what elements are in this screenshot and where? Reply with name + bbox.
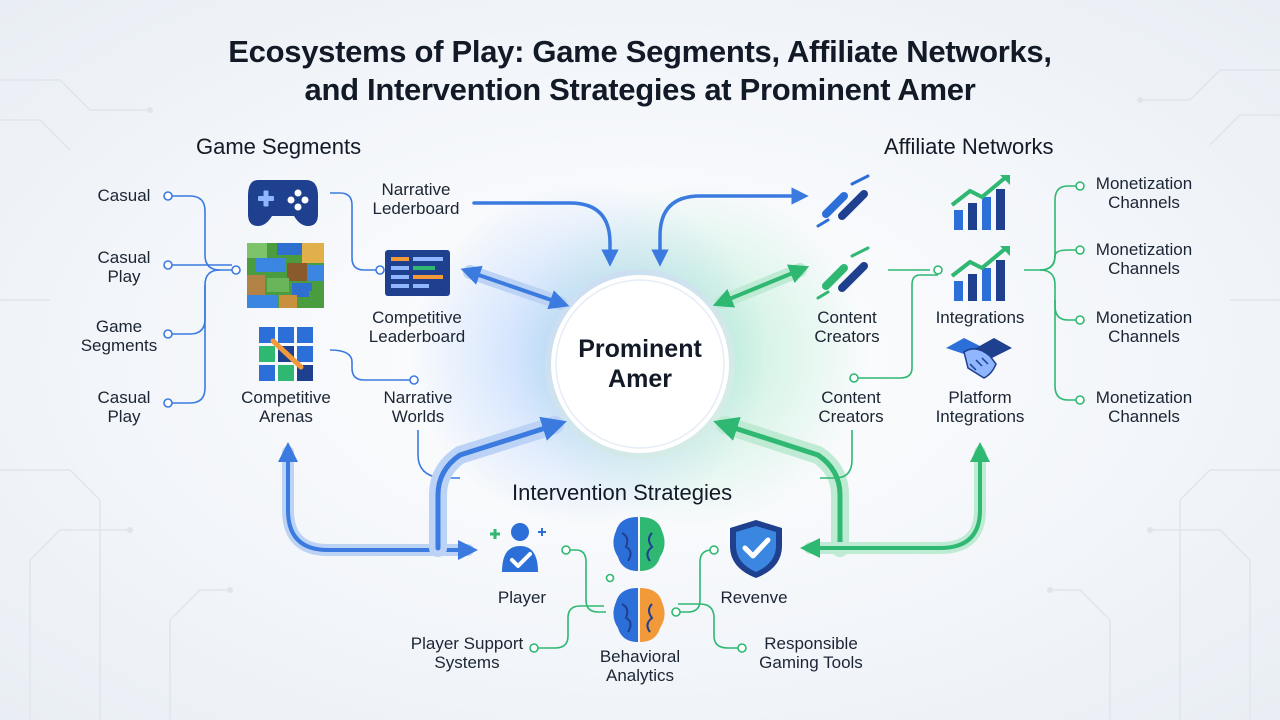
left-bracket-lines <box>172 195 232 404</box>
competitive-leaderboard-label-line-2: Leaderboard <box>368 327 466 346</box>
brain-icon <box>613 517 665 571</box>
chain-link-icon-green <box>816 246 870 300</box>
left-label-3-line-1: Game <box>95 317 143 336</box>
narrative-worlds-label: Narrative Worlds <box>368 388 468 426</box>
monetization-channels-label-3-line-2: Channels <box>1108 327 1180 346</box>
leaderboard-screen-icon <box>385 250 450 296</box>
brain-icon-2 <box>613 588 665 642</box>
competitive-arenas-icon <box>259 327 313 381</box>
chain-link-icon <box>816 174 870 228</box>
player-label: Player <box>497 588 547 607</box>
integrations-label: Integrations <box>935 308 1025 327</box>
affiliate-connector-dots <box>849 181 1085 405</box>
handshake-icon <box>946 338 1012 379</box>
intervention-link-lines <box>538 549 738 649</box>
narrative-lederboard-label-line-1: Narrative <box>381 180 451 199</box>
background-circuit <box>0 69 1280 720</box>
green-arrows <box>651 187 990 558</box>
blue-arrows <box>278 201 619 560</box>
competitive-arenas-label-line-1: Competitive <box>241 388 331 407</box>
center-hub-label: Prominent Amer <box>560 334 720 394</box>
narrative-lederboard-label: Narrative Lederboard <box>356 180 476 218</box>
left-label-2: Casual Play <box>84 248 164 286</box>
left-label-4-line-1: Casual <box>97 388 151 407</box>
monetization-channels-label-2-line-1: Monetization <box>1095 240 1193 259</box>
content-creators-label-2: Content Creators <box>804 388 898 426</box>
behavioral-analytics-label-line-2: Analytics <box>605 666 675 685</box>
platform-integrations-label: Platform Integrations <box>920 388 1040 426</box>
left-label-2-line-2: Play <box>107 267 141 286</box>
player-support-label-line-2: Systems <box>434 653 500 672</box>
narrative-lederboard-label-line-2: Lederboard <box>372 199 460 218</box>
left-connector-dots <box>163 191 241 408</box>
section-game-segments: Game Segments <box>196 134 362 159</box>
behavioral-analytics-label: Behavioral Analytics <box>584 647 696 685</box>
monetization-channels-label-4-line-2: Channels <box>1108 407 1180 426</box>
content-creators-label-1-line-2: Creators <box>814 327 880 346</box>
competitive-arenas-label: Competitive Arenas <box>228 388 344 426</box>
diagram-title-line-2: and Intervention Strategies at Prominent… <box>304 72 976 107</box>
competitive-leaderboard-label: Competitive Leaderboard <box>356 308 478 346</box>
content-creators-label-2-line-2: Creators <box>818 407 884 426</box>
monetization-channels-label-4-line-1: Monetization <box>1095 388 1193 407</box>
left-label-3-line-2: Segments <box>80 336 158 355</box>
monetization-channels-label-3-line-1: Monetization <box>1095 308 1193 327</box>
platform-integrations-label-line-1: Platform <box>948 388 1012 407</box>
behavioral-analytics-label-line-1: Behavioral <box>599 647 681 666</box>
segment-link-dots <box>375 265 419 385</box>
intervention-connector-dots <box>529 545 747 653</box>
narrative-worlds-label-line-2: Worlds <box>391 407 445 426</box>
monetization-channels-label-3: Monetization Channels <box>1086 308 1202 346</box>
left-label-2-line-1: Casual <box>97 248 151 267</box>
player-support-label: Player Support Systems <box>402 634 532 672</box>
responsible-gaming-label: Responsible Gaming Tools <box>748 634 874 672</box>
monetization-channels-label-1-line-2: Channels <box>1108 193 1180 212</box>
left-label-4-line-2: Play <box>107 407 141 426</box>
center-hub <box>545 269 735 459</box>
content-creators-label-1: Content Creators <box>800 308 894 346</box>
monetization-channels-label-4: Monetization Channels <box>1086 388 1202 426</box>
monetization-channels-label-1-line-1: Monetization <box>1095 174 1193 193</box>
diagram-title-line-1: Ecosystems of Play: Game Segments, Affil… <box>228 34 1052 69</box>
monetization-channels-label-2: Monetization Channels <box>1086 240 1202 278</box>
monetization-channels-label-1: Monetization Channels <box>1086 174 1202 212</box>
responsible-gaming-label-line-2: Gaming Tools <box>759 653 863 672</box>
left-label-4: Casual Play <box>84 388 164 426</box>
gamepad-icon <box>248 180 318 226</box>
responsible-gaming-label-line-1: Responsible <box>764 634 858 653</box>
left-label-3: Game Segments <box>74 317 164 355</box>
background-circuit-dots <box>127 97 1153 593</box>
left-label-1-line-1: Casual <box>97 186 151 205</box>
revenve-label: Revenve <box>720 588 788 607</box>
section-intervention-strategies: Intervention Strategies <box>512 480 733 505</box>
monetization-channels-label-2-line-2: Channels <box>1108 259 1180 278</box>
affiliate-link-lines <box>820 185 1076 479</box>
section-affiliate-networks: Affiliate Networks <box>884 134 1054 159</box>
player-support-label-line-1: Player Support <box>410 634 524 653</box>
pixel-map-icon <box>247 243 324 308</box>
narrative-worlds-label-line-1: Narrative <box>383 388 453 407</box>
center-hub-label-line-1: Prominent <box>578 335 702 363</box>
competitive-arenas-label-line-2: Arenas <box>259 407 313 426</box>
content-creators-label-2-line-1: Content <box>821 388 881 407</box>
growth-chart-icon-2 <box>950 246 1010 301</box>
player-check-icon <box>490 523 546 572</box>
center-hub-label-line-2: Amer <box>608 365 672 393</box>
competitive-leaderboard-label-line-1: Competitive <box>372 308 462 327</box>
platform-integrations-label-line-2: Integrations <box>935 407 1025 426</box>
growth-chart-icon <box>950 175 1010 230</box>
content-creators-label-1-line-1: Content <box>817 308 877 327</box>
shield-check-icon <box>730 520 782 578</box>
center-hub-inner-ring <box>555 279 725 449</box>
left-label-1: Casual <box>84 186 164 205</box>
